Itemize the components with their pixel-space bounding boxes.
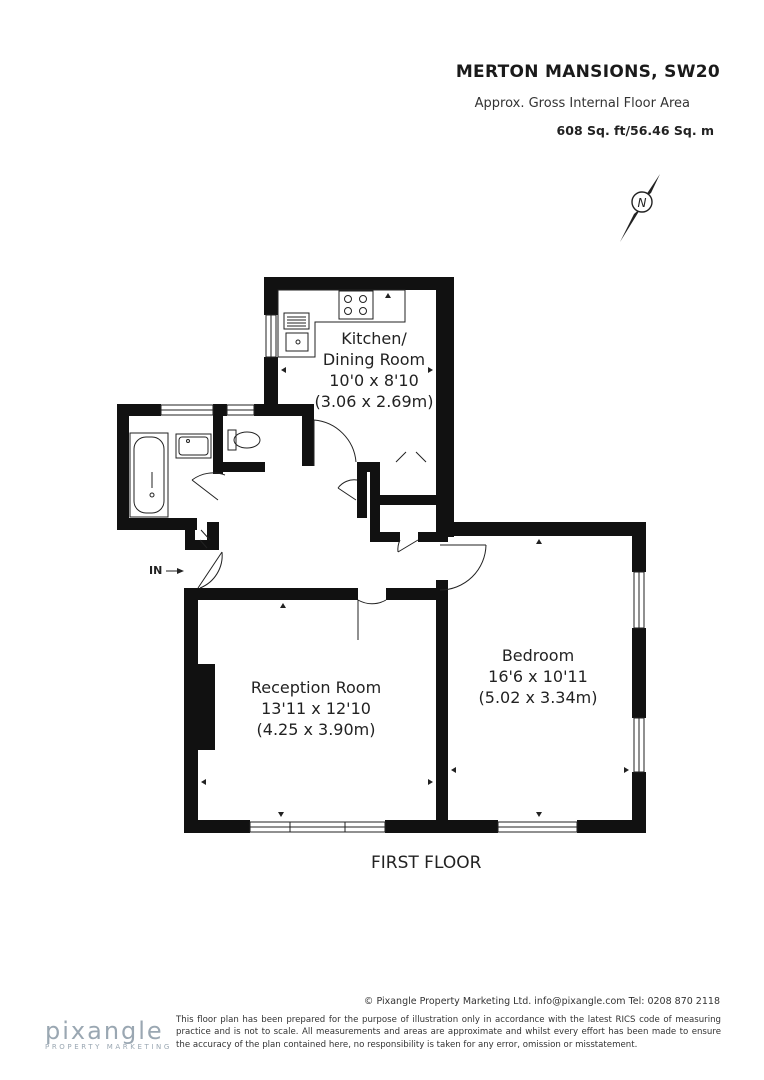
pixangle-logo: pixangle PROPERTY MARKETING — [45, 1017, 172, 1051]
compass-north-label: N — [638, 196, 647, 210]
bedroom-dimensions-imperial: 16'6 x 10'11 — [488, 667, 588, 686]
copyright-line: © Pixangle Property Marketing Ltd. info@… — [363, 996, 720, 1007]
compass-icon: N — [620, 174, 660, 242]
room-label-reception: Reception Room 13'11 x 12'10 (4.25 x 3.9… — [226, 677, 406, 740]
kitchen-name-line1: Kitchen/ — [341, 329, 407, 348]
doors — [191, 419, 487, 640]
reception-dimensions-metric: (4.25 x 3.90m) — [256, 720, 376, 739]
floor-area-value: 608 Sq. ft/56.46 Sq. m — [556, 123, 714, 138]
room-label-bedroom: Bedroom 16'6 x 10'11 (5.02 x 3.34m) — [467, 645, 609, 708]
windows — [160, 314, 645, 833]
entrance-arrow-icon — [166, 568, 184, 574]
bedroom-name: Bedroom — [501, 646, 575, 665]
kitchen-name-line2: Dining Room — [322, 350, 426, 369]
kitchen-dimensions-metric: (3.06 x 2.69m) — [314, 392, 434, 411]
room-label-kitchen: Kitchen/ Dining Room 10'0 x 8'10 (3.06 x… — [300, 328, 448, 412]
kitchen-fittings — [277, 289, 406, 358]
area-caption: Approx. Gross Internal Floor Area — [474, 96, 690, 111]
entrance-label: IN — [149, 564, 163, 577]
kitchen-dimensions-imperial: 10'0 x 8'10 — [329, 371, 419, 390]
property-title: MERTON MANSIONS, SW20 — [455, 62, 720, 82]
bedroom-dimensions-metric: (5.02 x 3.34m) — [478, 688, 598, 707]
disclaimer-text: This floor plan has been prepared for th… — [176, 1015, 721, 1050]
reception-dimensions-imperial: 13'11 x 12'10 — [261, 699, 371, 718]
dimension-markers — [201, 293, 629, 817]
logo-wordmark: pixangle — [45, 1017, 164, 1045]
bathroom-fittings — [129, 429, 261, 518]
reception-name: Reception Room — [250, 678, 382, 697]
walls — [117, 277, 646, 833]
floor-label: FIRST FLOOR — [371, 853, 482, 873]
logo-tagline: PROPERTY MARKETING — [45, 1043, 172, 1051]
